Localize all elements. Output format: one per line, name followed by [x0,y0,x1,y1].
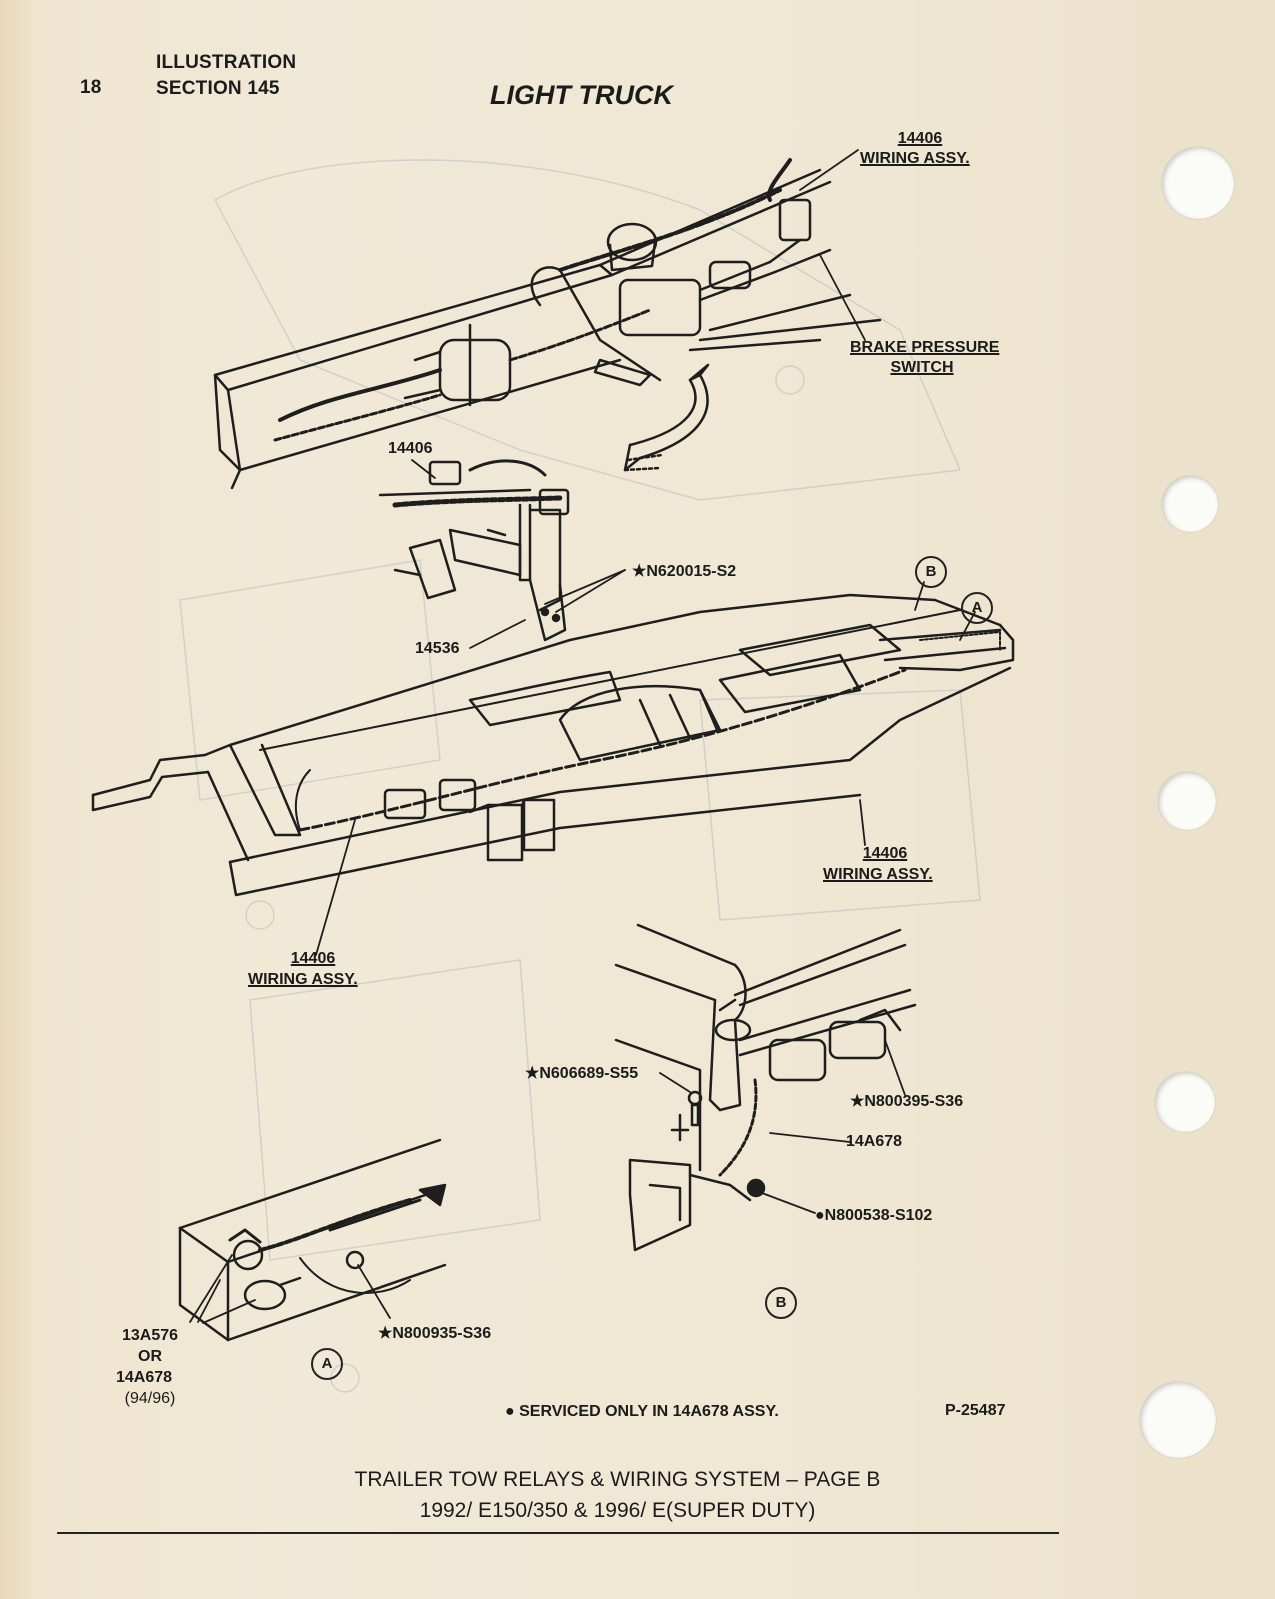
leader-lines-upper [411,149,976,649]
caption-line2: 1992/ E150/350 & 1996/ E(SUPER DUTY) [419,1499,816,1522]
label-94-96: (94/96) [124,1390,176,1407]
label-14406-low-number: 14406 [290,950,336,967]
binder-hole [1162,147,1234,219]
figure-code: P-25487 [945,1402,1006,1419]
page-number: 18 [80,77,102,98]
callout-a-upper: A [961,592,993,624]
relay-bracket-drawing [378,459,570,642]
label-14406-top-number: 14406 [897,130,943,147]
bottom-rule [57,1532,1059,1534]
caption-line1: TRAILER TOW RELAYS & WIRING SYSTEM – PAG… [354,1468,881,1491]
leader-lines-mid [315,799,866,956]
label-14406-relay: 14406 [388,440,433,457]
binder-hole [1162,476,1218,532]
label-n606689-s55: ★N606689-S55 [525,1065,639,1082]
label-n620015-s2: ★N620015-S2 [632,563,737,580]
label-n800538-s102: ●N800538-S102 [815,1207,933,1224]
label-wiring-assy-mid: WIRING ASSY. [823,866,933,883]
leader-lines-detail-b [659,1039,906,1214]
label-14a678: 14A678 [846,1133,903,1150]
label-14a678-alt: 14A678 [115,1369,173,1386]
label-wiring-assy-top: WIRING ASSY. [860,150,970,167]
label-brake-pressure-line2: SWITCH [890,359,954,376]
label-n800935-s36: ★N800935-S36 [378,1325,492,1342]
callout-a-detail: A [311,1348,343,1380]
binder-hole [1155,1072,1215,1132]
section-label-line1: ILLUSTRATION [156,52,297,73]
callout-b-upper: B [915,556,947,588]
serviced-note: ● SERVICED ONLY IN 14A678 ASSY. [505,1403,779,1420]
detail-a-drawing [178,1138,447,1342]
binder-hole [1158,772,1216,830]
binder-hole [1140,1382,1216,1458]
label-brake-pressure-line1: BRAKE PRESSURE [850,339,1000,356]
label-n800395-s36: ★N800395-S36 [850,1093,964,1110]
page-title: LIGHT TRUCK [490,80,673,110]
detail-arrow [623,363,710,472]
label-wiring-assy-low: WIRING ASSY. [248,971,358,988]
label-14406-mid-number: 14406 [862,845,908,862]
leader-lines-detail-a [189,1254,391,1324]
label-14536: 14536 [415,640,460,657]
detail-b-drawing [614,923,917,1252]
label-or: OR [138,1348,162,1365]
chassis-frame-drawing [91,593,1015,897]
section-label-line2: SECTION 145 [156,78,280,99]
label-13a576: 13A576 [121,1327,179,1344]
firewall-panel-drawing [213,158,882,490]
callout-b-detail: B [765,1287,797,1319]
